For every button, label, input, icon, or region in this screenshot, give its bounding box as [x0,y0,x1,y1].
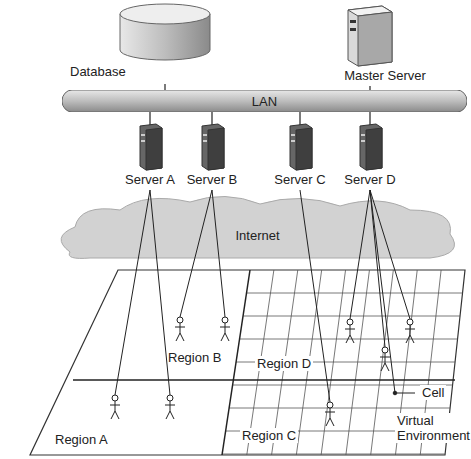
lan-link [164,84,165,90]
lan-link [149,112,150,125]
region-label: Region D [255,356,313,371]
lan-link [299,112,300,125]
node-label: Master Server [344,68,426,83]
region-label: Region C [240,428,298,443]
database-cylinder: Database [70,2,220,84]
region-label: Region B [168,350,221,365]
node-label: Server D [344,172,395,187]
node-label: Server B [187,172,238,187]
lan-link [369,112,370,125]
region-label: Region A [55,432,108,447]
node-label: Server C [274,172,325,187]
server-box: Server C [270,122,330,186]
region-label: Virtual Environment [395,413,465,443]
server-box: Server D [340,122,400,186]
internet-cloud: Internet [50,192,465,264]
server-box: Server B [182,122,242,186]
lan-link [211,112,212,125]
node-label: Database [70,64,126,79]
lan-link [369,86,370,90]
lan-bus: LAN [62,90,467,112]
region-label: Cell [420,385,446,400]
node-label: LAN [252,94,277,109]
server-box: Server A [120,122,180,186]
node-label: Internet [235,228,279,243]
master-server: Master Server [320,2,450,86]
node-label: Server A [125,172,175,187]
